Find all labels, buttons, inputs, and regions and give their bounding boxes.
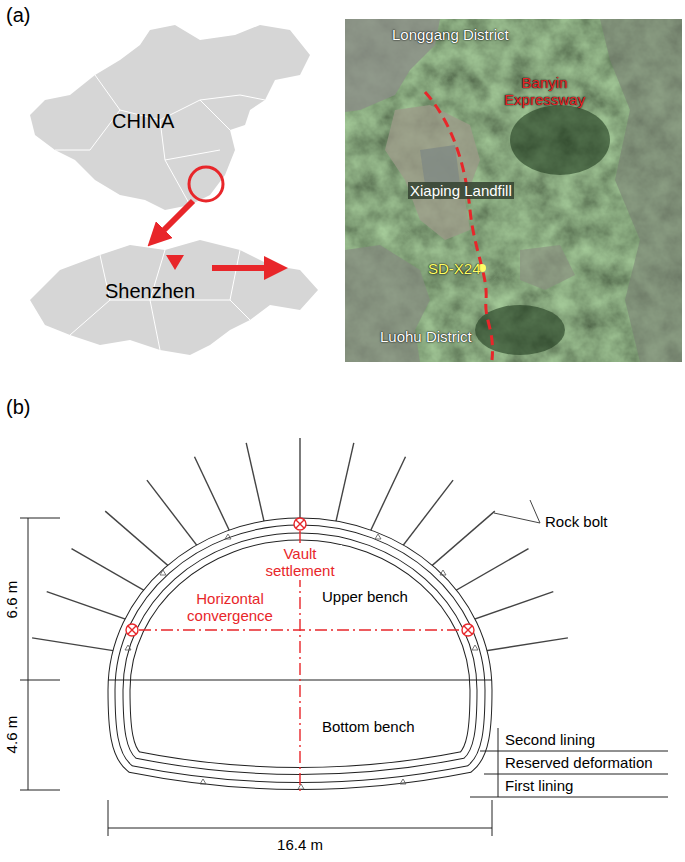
district-name: Longgang District — [392, 26, 509, 43]
panel-label: (a) — [6, 4, 30, 27]
part-name: Rock bolt — [545, 513, 608, 530]
measure-points — [126, 518, 474, 636]
leader-line — [494, 513, 540, 523]
china-outline — [30, 25, 310, 210]
zoom-arrow — [156, 201, 193, 238]
satellite-image — [345, 19, 682, 362]
measure-name: Horizontal convergence — [178, 590, 283, 625]
layer-name: First lining — [505, 777, 573, 794]
zoom-arrow — [212, 265, 276, 271]
dimension-text: 16.4 m — [277, 836, 323, 853]
district-name: Luohu District — [380, 328, 472, 345]
concrete-hatch — [125, 534, 478, 789]
dimension-text: 4.6 m — [3, 716, 20, 754]
city-name: Shenzhen — [105, 280, 195, 303]
measure-name: Vault settlement — [258, 545, 342, 580]
route-name: Banyin Expressway — [497, 74, 592, 109]
layer-name: Reserved deformation — [505, 754, 653, 771]
city-marker — [166, 255, 184, 270]
site-name: SD-X24 — [428, 260, 481, 277]
leader-line — [530, 500, 540, 523]
china-map — [30, 25, 310, 238]
lining-outline — [119, 529, 481, 779]
country-name: CHINA — [112, 110, 174, 133]
expressway-route — [425, 92, 493, 360]
province-map — [30, 240, 318, 355]
lining-table — [470, 728, 668, 797]
dimension-lines — [20, 518, 492, 836]
landfill-name: Xiaping Landfill — [408, 182, 514, 199]
layer-name: Second lining — [505, 731, 595, 748]
dimension-text: 6.6 m — [3, 581, 20, 619]
location-circle — [189, 167, 223, 201]
bench-name: Bottom bench — [322, 718, 415, 735]
convergence-axis — [139, 629, 461, 630]
bench-name: Upper bench — [322, 588, 408, 605]
province-outline — [30, 240, 318, 355]
province-borders — [55, 75, 265, 205]
panel-label: (b) — [6, 396, 30, 419]
tunnel-section — [20, 438, 668, 836]
